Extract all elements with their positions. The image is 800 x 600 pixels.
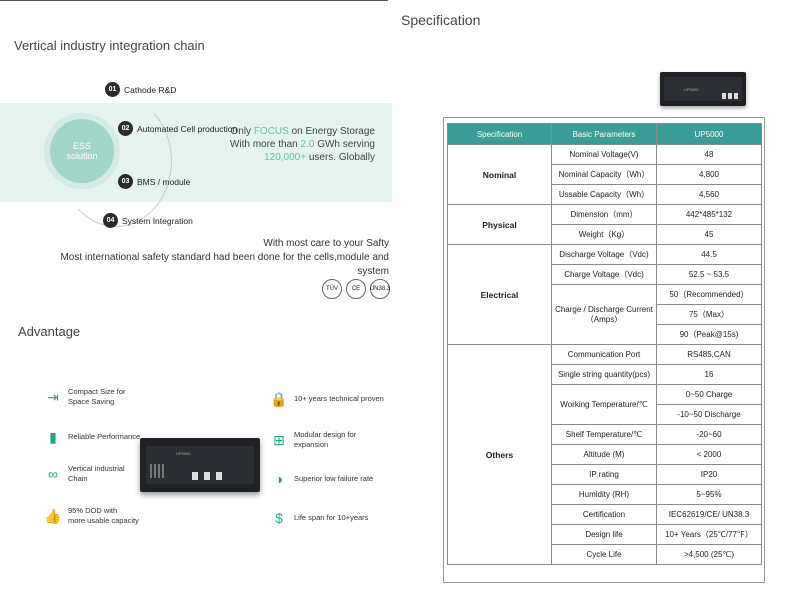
chain-step-3: 03 BMS / module — [118, 174, 190, 189]
chain-arc — [60, 95, 172, 227]
group-physical: Physical — [447, 204, 552, 245]
compact-size-icon: ⇥ — [47, 389, 59, 405]
spec-device-image: UP5000 — [660, 72, 746, 106]
spec-table-frame — [443, 117, 765, 583]
device-model-label: UP5000 — [176, 451, 191, 456]
un383-badge-icon: UN38.3 — [370, 279, 390, 299]
performance-icon: ▮ — [49, 429, 57, 445]
group-nominal: Nominal — [447, 144, 552, 205]
table-row: Cycle Life >4,500 (25℃) — [448, 544, 762, 565]
ess-solution-circle: ESS solution — [44, 113, 120, 189]
table-row: Charge / Discharge Current （Amps） 50（Rec… — [448, 284, 762, 345]
table-row: Others Communication Port RS485,CAN — [447, 344, 762, 565]
chain-icon: ∞ — [48, 466, 58, 482]
money-bag-icon: $ — [275, 510, 283, 526]
chain-step-4: 04 System Integration — [103, 213, 193, 228]
ce-badge-icon: CE — [346, 279, 366, 299]
advantage-proven: 🔒 10+ years technical proven — [270, 391, 384, 407]
advantage-failure: ◑ Superior low failure rate — [270, 470, 373, 488]
table-row: Nominal Capacity（Wh） 4,800 — [448, 164, 762, 185]
lock-icon: 🔒 — [270, 391, 288, 407]
integration-title: Vertical industry integration chain — [14, 38, 205, 53]
table-row: Weight（Kg） 45 — [448, 224, 762, 245]
table-row: IP rating IP20 — [448, 464, 762, 485]
table-row: Single string quantity(pcs) 16 — [448, 364, 762, 385]
chain-step-1: 01 Cathode R&D — [105, 82, 176, 97]
group-others: Others — [447, 344, 552, 565]
tuv-badge-icon: TÜV — [322, 279, 342, 299]
table-row: Working Temperature/℃ 0~50 Charge — [448, 384, 762, 425]
advantage-title: Advantage — [18, 324, 81, 339]
specification-title: Specification — [401, 12, 481, 28]
low-failure-icon: ◑ — [274, 471, 284, 487]
table-row: Electrical Discharge Voltage（Vdc) 44.5 — [447, 244, 762, 345]
safety-statement: With most care to your Safty Most intern… — [60, 238, 389, 277]
specification-table: Specification Basic Parameters UP5000 No… — [447, 123, 762, 565]
certification-badges: TÜV CE UN38.3 — [322, 279, 390, 299]
spec-header-row: Specification Basic Parameters UP5000 — [447, 123, 762, 145]
advantage-lifespan: $ Life span for 10+years — [270, 509, 368, 527]
ess-label: ESS — [72, 141, 91, 151]
table-row: Shelf Temperature/℃ -20~60 — [448, 424, 762, 445]
group-electrical: Electrical — [447, 244, 552, 345]
current-label: Charge / Discharge Current （Amps） — [551, 284, 657, 345]
table-row: Nominal Nominal Voltage(V) 48 — [447, 144, 762, 205]
solution-label: solution — [66, 151, 98, 161]
modular-icon: ⊞ — [273, 432, 285, 448]
table-row: Certification IEC62619/CE/ UN38.3 — [448, 504, 762, 525]
battery-device-image: UP5000 — [140, 438, 260, 492]
focus-statement: Only FOCUS on Energy Storage With more t… — [229, 126, 375, 163]
chain-step-2: 02 Automated Cell production — [118, 121, 237, 136]
table-row: Humidity (RH) 5~95% — [448, 484, 762, 505]
thumbs-up-icon: 👍 — [44, 508, 62, 524]
advantage-performance: ▮ Reliable Performance — [44, 428, 140, 446]
table-row: Charge Voltage（Vdc) 52.5 ~ 53.5 — [448, 264, 762, 285]
top-divider — [0, 0, 388, 1]
table-row: Physical Dimension（mm） 442*485*132 — [447, 204, 762, 245]
